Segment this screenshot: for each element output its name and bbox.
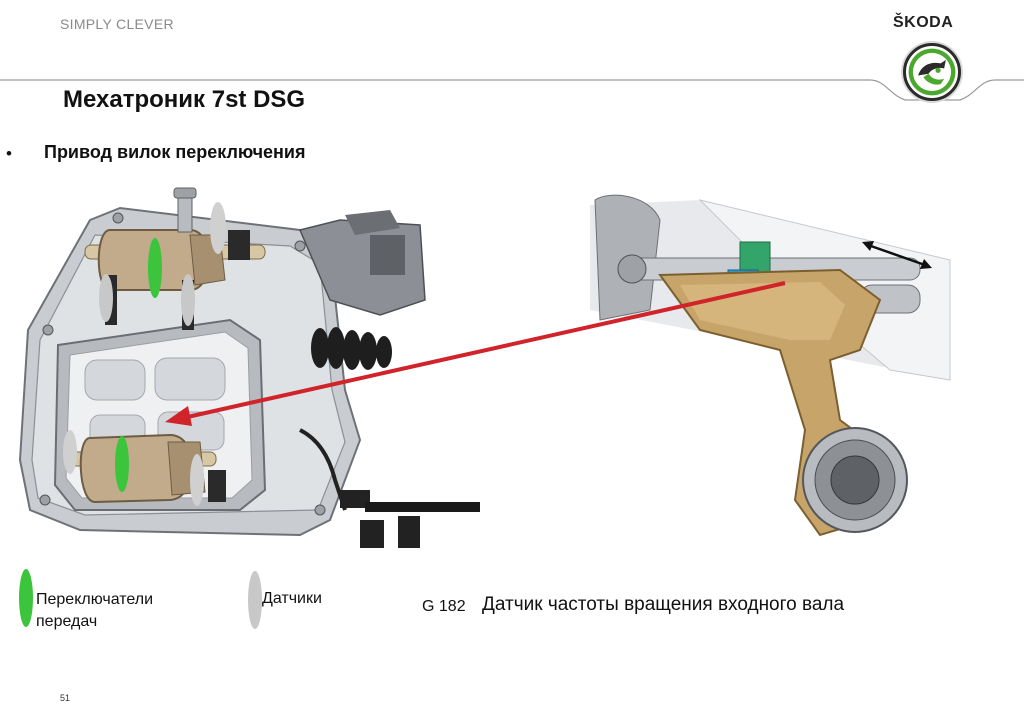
lower-gear-actuator: [63, 430, 226, 506]
brand-name: ŠKODA: [893, 14, 954, 31]
bullet-text: Привод вилок переключения: [44, 142, 306, 162]
shift-fork-detail: [590, 194, 951, 537]
bullet-marker: •: [6, 144, 12, 163]
brand-tagline: SIMPLY CLEVER: [60, 16, 174, 32]
legend-grey-marker: [248, 571, 262, 629]
legend-sensors-label: Датчики: [262, 590, 322, 607]
slide-title: Мехатроник 7st DSG: [63, 86, 306, 113]
legend-green-marker: [19, 569, 33, 627]
sensor-description: Датчик частоты вращения входного вала: [482, 594, 845, 615]
mechatronic-illustration: [18, 187, 951, 548]
legend-gear-actuators-label: Переключатели передач: [36, 591, 154, 630]
sensor-code: G 182: [422, 598, 466, 615]
upper-gear-actuator: [84, 187, 266, 330]
skoda-logo-icon: [903, 43, 961, 101]
red-pointer-arrow: [165, 281, 786, 426]
page-number: 51: [60, 693, 71, 703]
